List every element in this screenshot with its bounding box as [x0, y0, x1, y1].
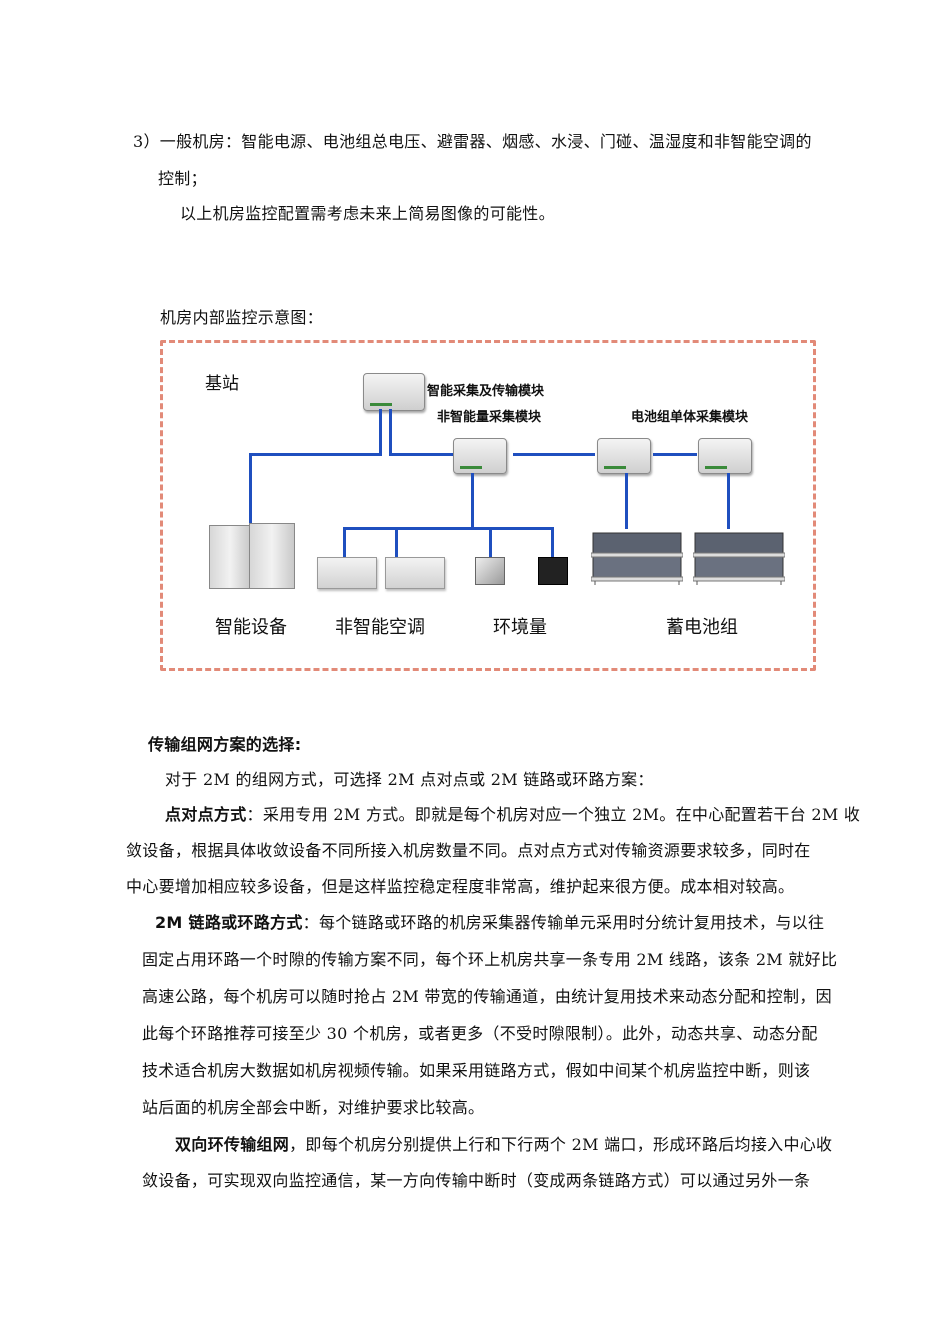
env-sensor-icon-1: [475, 557, 505, 585]
battery-bank-icon-1: [591, 532, 683, 585]
ptp-line-3: 中心要增加相应较多设备，但是这样监控稳定程度非常高，维护起来很方便。成本相对较高…: [126, 877, 795, 896]
nonsmart-module-label: 非智能量采集模块: [437, 410, 542, 425]
chain-text-1: ：每个链路或环路的机房采集器传输单元采用时分统计复用技术，与以往: [302, 913, 825, 932]
diagram-caption: 机房内部监控示意图：: [160, 308, 324, 327]
chain-line-6: 站后面的机房全部会中断，对维护要求比较高。: [142, 1098, 485, 1117]
station-label: 基站: [205, 374, 239, 394]
smart-device-label: 智能设备: [215, 617, 287, 638]
ac-label: 非智能空调: [335, 617, 425, 638]
chain-title: 2M 链路或环路方式: [155, 913, 303, 932]
battery-module-icon-1: [597, 438, 651, 474]
note-paragraph: 以上机房监控配置需考虑未来上简易图像的可能性。: [180, 204, 555, 223]
ptp-title: 点对点方式: [165, 805, 247, 824]
section-intro: 对于 2M 的组网方式，可选择 2M 点对点或 2M 链路或环路方案：: [165, 770, 654, 789]
monitoring-diagram: 基站 智能采集及传输模块 非智能量采集模块 电池组单体采集模块: [160, 340, 816, 671]
ptp-text-1: ：采用专用 2M 方式。即就是每个机房对应一个独立 2M。在中心配置若干台 2M…: [246, 805, 861, 824]
battery-bank-icon-2: [693, 532, 785, 585]
ptp-line-1: 点对点方式：采用专用 2M 方式。即就是每个机房对应一个独立 2M。在中心配置若…: [165, 801, 860, 825]
ptp-line-2: 敛设备，根据具体收敛设备不同所接入机房数量不同。点对点方式对传输资源要求较多，同…: [126, 841, 811, 860]
main-module-label: 智能采集及传输模块: [427, 384, 545, 399]
chain-line-5: 技术适合机房大数据如机房视频传输。如果采用链路方式，假如中间某个机房监控中断，则…: [142, 1061, 811, 1080]
ac-unit-icon-2: [385, 557, 445, 589]
chain-line-2: 固定占用环路一个时隙的传输方案不同，每个环上机房共享一条专用 2M 线路，该条 …: [142, 950, 838, 969]
nonsmart-module-icon: [453, 438, 507, 474]
smart-device-icon: [209, 525, 251, 589]
battery-label: 蓄电池组: [666, 617, 738, 638]
ring-line-1: 双向环传输组网，即每个机房分别提供上行和下行两个 2M 端口，形成环路后均接入中…: [175, 1131, 832, 1155]
smart-device-icon-2: [249, 523, 295, 589]
list-item-3-cont: 控制；: [158, 169, 207, 188]
env-sensor-icon-2: [538, 557, 568, 585]
list-item-3: 3）一般机房：智能电源、电池组总电压、避雷器、烟感、水浸、门碰、温湿度和非智能空…: [133, 132, 812, 151]
env-label: 环境量: [493, 617, 547, 638]
ring-title: 双向环传输组网: [175, 1135, 290, 1154]
chain-line-1: 2M 链路或环路方式：每个链路或环路的机房采集器传输单元采用时分统计复用技术，与…: [155, 909, 824, 933]
section-heading: 传输组网方案的选择:: [148, 735, 302, 754]
chain-line-3: 高速公路，每个机房可以随时抢占 2M 带宽的传输通道，由统计复用技术来动态分配和…: [142, 987, 832, 1006]
ring-text-1: ，即每个机房分别提供上行和下行两个 2M 端口，形成环路后均接入中心收: [289, 1135, 833, 1154]
main-module-icon: [363, 373, 425, 411]
battery-module-icon-2: [698, 438, 752, 474]
chain-line-4: 此每个环路推荐可接至少 30 个机房，或者更多（不受时隙限制）。此外，动态共享、…: [142, 1024, 818, 1043]
ac-unit-icon-1: [317, 557, 377, 589]
ring-line-2: 敛设备，可实现双向监控通信，某一方向传输中断时（变成两条链路方式）可以通过另外一…: [142, 1171, 811, 1190]
battery-module-label: 电池组单体采集模块: [631, 410, 749, 425]
